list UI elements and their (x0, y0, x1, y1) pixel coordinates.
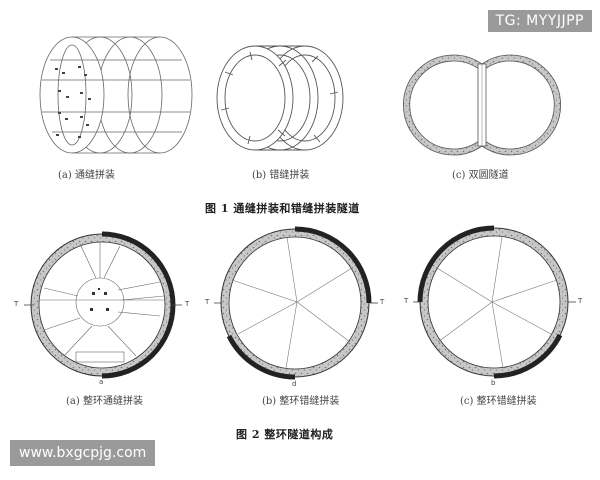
ring-staggered-joint-b (214, 226, 378, 380)
tunnel-staggered-joint (216, 45, 344, 151)
double-circular-tunnel (403, 54, 561, 156)
ring-a-bottom-label: a (99, 378, 104, 386)
fig1b-caption: (b) 错缝拼装 (252, 170, 310, 181)
figure2-title: 图 2 整环隧道构成 (236, 428, 334, 441)
ring-a-left-label: T (14, 300, 19, 308)
ring-straight-joint (24, 231, 182, 379)
fig1c-caption: (c) 双圆隧道 (452, 170, 509, 181)
fig2b-caption: (b) 整环错缝拼装 (262, 396, 340, 407)
ring-staggered-joint-c (413, 225, 576, 379)
ring-b-bottom-label: d (292, 380, 297, 388)
tunnel-straight-joint (39, 36, 193, 154)
watermark-top-right: TG: MYYJJPP (487, 10, 592, 32)
ring-c-right-label: T (578, 297, 583, 305)
ring-b-right-label: T (380, 298, 385, 306)
figure1-title: 图 1 通缝拼装和错缝拼装隧道 (205, 202, 360, 215)
fig1a-caption: (a) 通缝拼装 (58, 170, 115, 181)
watermark-bottom-left: www.bxgcpjg.com (10, 440, 156, 466)
fig2c-caption: (c) 整环错缝拼装 (460, 396, 537, 407)
ring-c-left-label: T (404, 297, 409, 305)
ring-c-bottom-label: b (491, 379, 496, 387)
ring-a-right-label: T (185, 300, 190, 308)
fig2a-caption: (a) 整环通缝拼装 (66, 396, 143, 407)
ring-b-left-label: T (205, 298, 210, 306)
